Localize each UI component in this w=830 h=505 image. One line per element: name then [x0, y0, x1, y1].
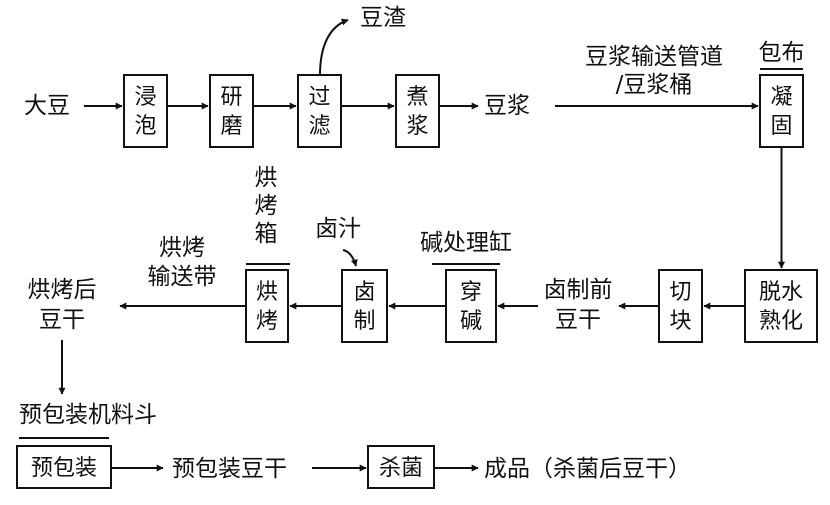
soak-step-box: 浸 泡 — [123, 74, 168, 148]
soybean-label: 大豆 — [24, 93, 70, 119]
okara-label: 豆渣 — [360, 5, 406, 31]
baked-label-2: 豆干 — [39, 307, 85, 333]
soymilk-label: 豆浆 — [484, 93, 530, 119]
hopper-label: 预包装机料斗 — [19, 402, 157, 428]
coagulate-step-label-1: 凝 — [770, 85, 792, 110]
brine-step-box: 卤 制 — [341, 269, 388, 343]
cut-step-label-2: 块 — [669, 309, 691, 334]
alkali-step-label-1: 穿 — [460, 280, 482, 305]
dehydrate-step-label-1: 脱水 — [759, 280, 803, 305]
prepack-product-label: 预包装豆干 — [172, 456, 287, 482]
sterilize-step-label: 杀菌 — [379, 456, 423, 481]
alkali-step-box: 穿 碱 — [445, 269, 497, 343]
prebrine-label-1: 卤制前 — [544, 277, 613, 303]
pipe-label-1: 豆浆输送管道 — [585, 44, 723, 70]
final-product-label: 成品（杀菌后豆干） — [484, 456, 691, 482]
dehydrate-step-label-2: 熟化 — [759, 309, 803, 334]
prepack-step-label: 预包装 — [31, 456, 97, 481]
oven-label-3: 箱 — [255, 221, 278, 247]
cut-step-box: 切 块 — [658, 269, 703, 343]
brine-juice-label: 卤汁 — [315, 216, 361, 242]
alkali-tank-label: 碱处理缸 — [420, 230, 512, 256]
soak-step-label-2: 泡 — [134, 114, 156, 139]
arrow-brine-juice-to-brine — [342, 249, 358, 267]
prepack-step-box: 预包装 — [16, 445, 112, 489]
grind-step-label-1: 研 — [220, 85, 242, 110]
filter-step-box: 过 滤 — [297, 74, 342, 148]
filter-step-label-1: 过 — [308, 85, 330, 110]
bake-step-label-2: 烤 — [256, 309, 278, 334]
prebrine-label-2: 豆干 — [555, 307, 601, 333]
brine-step-label-2: 制 — [353, 309, 375, 334]
grind-step-box: 研 磨 — [209, 74, 254, 148]
bake-belt-label-1: 烘烤 — [159, 235, 205, 261]
pipe-label-2: /豆浆桶 — [616, 72, 693, 98]
cloth-label: 包布 — [759, 40, 805, 66]
sterilize-step-box: 杀菌 — [367, 445, 435, 489]
soak-step-label-1: 浸 — [134, 85, 156, 110]
grind-step-label-2: 磨 — [220, 114, 242, 139]
brine-step-label-1: 卤 — [353, 280, 375, 305]
oven-label-1: 烘 — [255, 165, 278, 191]
boil-step-label-1: 煮 — [406, 85, 428, 110]
dehydrate-step-box: 脱水 熟化 — [744, 269, 818, 343]
oven-label-2: 烤 — [255, 193, 278, 219]
cut-step-label-1: 切 — [669, 280, 691, 305]
filter-step-label-2: 滤 — [308, 114, 330, 139]
coagulate-step-box: 凝 固 — [759, 74, 804, 148]
bake-step-label-1: 烘 — [256, 280, 278, 305]
arrow-filter-to-okara — [319, 18, 349, 76]
boil-step-box: 煮 浆 — [395, 74, 440, 148]
coagulate-step-label-2: 固 — [770, 114, 792, 139]
baked-label-1: 烘烤后 — [28, 277, 97, 303]
alkali-step-label-2: 碱 — [460, 309, 482, 334]
bake-belt-label-2: 输送带 — [148, 264, 217, 290]
boil-step-label-2: 浆 — [406, 114, 428, 139]
bake-step-box: 烘 烤 — [245, 269, 289, 343]
